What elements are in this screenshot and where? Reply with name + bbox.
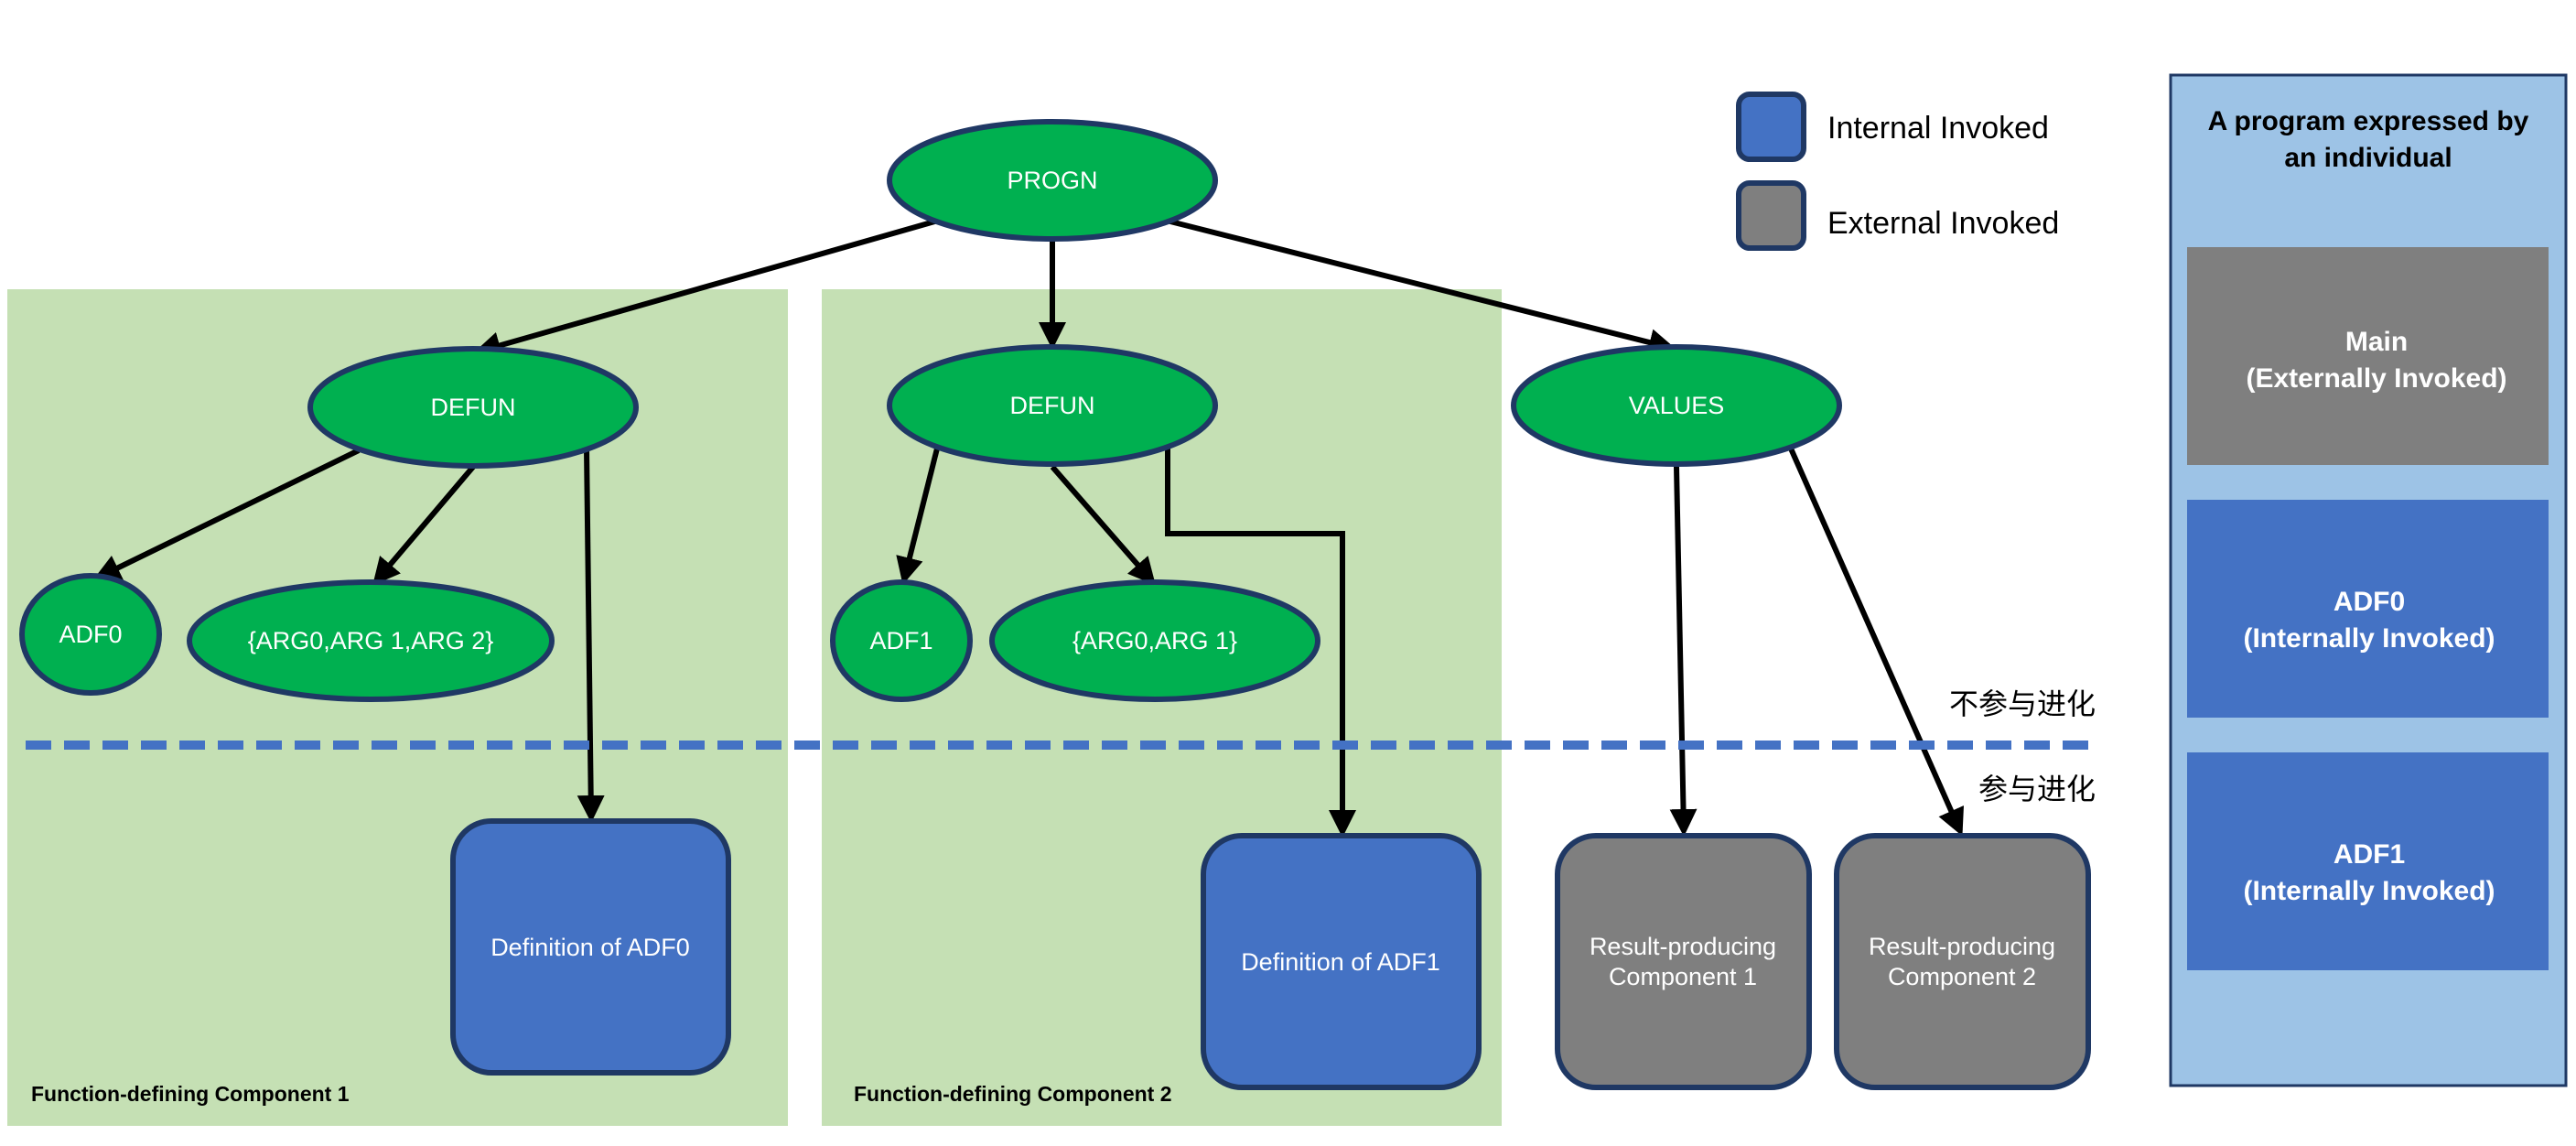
side-item-adf1-line2: (Internally Invoked) [2243,876,2495,906]
node-args-1[interactable]: {ARG0,ARG 1,ARG 2} [187,579,555,702]
node-adf1-label: ADF1 [869,627,932,654]
legend: Internal Invoked External Invoked [1736,92,2059,251]
edge-defun2-def-adf1 [1165,447,1356,838]
edges [92,218,1965,838]
edge-values-rpc1 [1669,466,1698,837]
node-args-2[interactable]: {ARG0,ARG 1} [989,579,1320,702]
node-adf1[interactable]: ADF1 [830,579,973,702]
side-panel: A program expressed by an individual Mai… [2169,73,2568,1087]
box-rpc2-line1: Result-producing [1869,933,2055,960]
side-item-adf1[interactable]: ADF1 (Internally Invoked) [2187,752,2549,970]
box-rpc2-line2: Component 2 [1888,963,2036,990]
edge-defun1-args [372,465,476,586]
node-defun-1[interactable]: DEFUN [307,346,639,469]
legend-internal-label: Internal Invoked [1827,111,2049,146]
side-item-adf0-line1: ADF0 [2333,587,2405,617]
side-item-main-line1: Main [2345,327,2408,357]
side-item-adf0[interactable]: ADF0 (Internally Invoked) [2187,500,2549,718]
node-defun-1-label: DEFUN [431,394,516,421]
side-item-main[interactable]: Main (Externally Invoked) [2187,247,2549,465]
node-progn[interactable]: PROGN [887,119,1218,242]
box-rpc1-line2: Component 1 [1609,963,1757,990]
node-adf0[interactable]: ADF0 [19,573,162,696]
side-title-line1: A program expressed by [2208,106,2529,136]
node-adf0-label: ADF0 [59,621,122,648]
panel-label-fdc2: Function-defining Component 2 [854,1082,1172,1106]
node-defun-2[interactable]: DEFUN [887,344,1218,467]
box-definition-adf1[interactable]: Definition of ADF1 [1201,833,1482,1090]
panel-label-fdc1: Function-defining Component 1 [31,1082,350,1106]
node-defun-2-label: DEFUN [1010,392,1095,419]
edge-defun1-adf0 [92,448,361,580]
box-definition-adf1-label: Definition of ADF1 [1241,948,1440,976]
side-title-line2: an individual [2284,143,2452,173]
edge-progn-defun1 [473,218,939,359]
node-args-1-label: {ARG0,ARG 1,ARG 2} [248,627,494,654]
zone-label-evolving: 参与进化 [1978,772,2096,806]
side-item-adf1-line1: ADF1 [2333,839,2405,870]
box-definition-adf0-label: Definition of ADF0 [490,934,690,961]
edge-progn-values [1166,218,1676,356]
zone-label-not-evolving: 不参与进化 [1949,687,2096,721]
edge-defun2-adf1 [896,448,940,585]
edge-values-rpc2 [1788,447,1965,837]
legend-external-swatch [1736,180,1806,251]
edge-defun1-def-adf0 [577,448,605,823]
box-result-producing-1[interactable]: Result-producing Component 1 [1555,833,1812,1090]
box-rpc1-line1: Result-producing [1590,933,1776,960]
side-item-main-line2: (Externally Invoked) [2246,363,2506,394]
node-progn-label: PROGN [1007,167,1097,194]
node-args-2-label: {ARG0,ARG 1} [1072,627,1237,654]
box-result-producing-2[interactable]: Result-producing Component 2 [1834,833,2091,1090]
node-values[interactable]: VALUES [1511,344,1842,467]
edge-defun2-args [1050,465,1156,586]
legend-external-label: External Invoked [1827,206,2059,241]
box-definition-adf0[interactable]: Definition of ADF0 [450,818,731,1076]
node-values-label: VALUES [1629,392,1725,419]
side-item-adf0-line2: (Internally Invoked) [2243,623,2495,654]
legend-internal-swatch [1736,92,1806,162]
